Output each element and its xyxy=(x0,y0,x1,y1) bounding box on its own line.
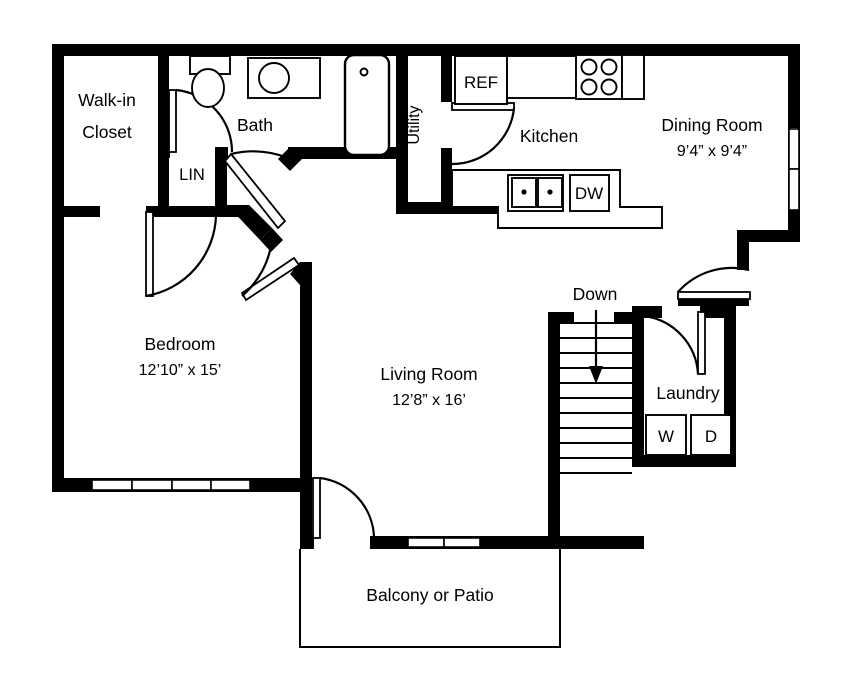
burner-icon xyxy=(580,78,598,96)
wall-lin-top-right-nub xyxy=(215,147,228,158)
refrigerator-icon xyxy=(454,55,508,105)
wall-lin-right xyxy=(215,147,227,217)
burner-icon xyxy=(600,78,618,96)
walk-in-closet-door[interactable] xyxy=(145,211,218,298)
wall-living-west-stub xyxy=(300,478,312,549)
stairs-down-arrow-icon xyxy=(589,366,603,384)
wall-stair-east xyxy=(632,312,644,462)
label-bedroom-dimensions: 12’10” x 15’ xyxy=(139,362,222,379)
dining-room-window xyxy=(788,128,800,211)
wall-utility-right-upper xyxy=(441,44,452,102)
stairs xyxy=(560,310,632,474)
label-living-room-dimensions: 12’8” x 16’ xyxy=(392,392,466,409)
label-linen-closet: LIN xyxy=(179,166,205,184)
toilet-bowl-icon xyxy=(191,68,225,108)
bathroom-sink-icon xyxy=(258,62,290,94)
balcony-outline xyxy=(299,549,561,648)
label-bath: Bath xyxy=(237,115,273,135)
wall-exterior-left xyxy=(52,44,64,492)
label-bedroom: Bedroom xyxy=(144,334,215,354)
bathtub-icon xyxy=(343,53,391,157)
wall-utility-right-lower xyxy=(441,148,452,214)
wall-lin-top-left-nub xyxy=(158,147,170,158)
dishwasher-icon xyxy=(569,174,610,212)
label-dryer: D xyxy=(705,427,717,446)
bathtub-drain-icon xyxy=(359,67,369,77)
label-utility: Utility xyxy=(406,105,423,144)
wall-lin-left xyxy=(158,147,169,212)
doors-layer xyxy=(145,88,751,539)
sink-drain-left-icon xyxy=(521,189,527,195)
wall-bedroom-south-left xyxy=(52,478,92,492)
label-stairs-down: Down xyxy=(573,284,618,304)
wall-stair-west xyxy=(548,312,560,548)
label-washer: W xyxy=(658,427,674,446)
linen-closet-door[interactable] xyxy=(223,150,289,230)
laundry-door[interactable] xyxy=(643,311,706,375)
wall-stair-north-left xyxy=(548,312,574,323)
label-dining-room: Dining Room xyxy=(661,115,762,135)
label-laundry: Laundry xyxy=(656,383,719,403)
utility-door[interactable] xyxy=(451,102,516,166)
wall-closet-bath-divider xyxy=(158,44,169,152)
kitchen-fixtures xyxy=(451,54,663,229)
windows-layer xyxy=(91,128,800,548)
label-refrigerator: REF xyxy=(464,73,498,92)
wall-stair-south xyxy=(548,536,644,549)
wall-closet-bottom-right xyxy=(146,206,216,217)
wall-bath-south-nub xyxy=(278,147,302,171)
label-kitchen: Kitchen xyxy=(520,126,578,146)
wall-closet-bottom-left xyxy=(52,206,100,217)
wall-dining-entry-head xyxy=(678,295,749,306)
label-living-room: Living Room xyxy=(380,364,477,384)
wall-dining-jog-vertical xyxy=(737,230,749,270)
label-dishwasher: DW xyxy=(575,184,603,203)
burner-icon xyxy=(580,58,598,76)
wall-laundry-south xyxy=(632,455,736,467)
label-walk-in-closet-line2: Closet xyxy=(82,122,132,142)
balcony-door[interactable] xyxy=(312,476,376,539)
wall-utility-bottom xyxy=(396,202,452,214)
sink-drain-right-icon xyxy=(547,189,553,195)
bath-closet-door[interactable] xyxy=(168,88,234,153)
label-balcony: Balcony or Patio xyxy=(366,585,493,605)
wall-exterior-top xyxy=(52,44,800,56)
kitchen-counter-right xyxy=(621,54,645,100)
laundry-appliances xyxy=(645,414,732,456)
bedroom-window xyxy=(91,479,251,491)
wall-bedroom-south-right xyxy=(250,478,312,492)
washer-icon xyxy=(645,414,687,456)
living-room-window xyxy=(407,537,481,548)
wall-angled-upper xyxy=(227,205,272,240)
wall-living-south-left xyxy=(370,536,408,549)
bathroom-fixtures xyxy=(189,53,391,157)
wall-bedroom-east xyxy=(300,262,312,492)
wall-living-south-right xyxy=(480,536,560,549)
wall-dining-east-upper xyxy=(788,44,800,128)
bedroom-door[interactable] xyxy=(240,239,301,302)
wall-utility-left xyxy=(396,44,408,214)
wall-stair-north-right xyxy=(614,312,644,323)
dining-entry-door[interactable] xyxy=(677,266,751,300)
wall-dining-south-jog xyxy=(737,230,800,242)
burner-icon xyxy=(600,58,618,76)
dryer-icon xyxy=(690,414,732,456)
kitchen-upper-counter xyxy=(506,55,583,99)
labels-layer: Walk-in Closet Bath LIN Utility REF Kitc… xyxy=(78,73,762,605)
label-walk-in-closet-line1: Walk-in xyxy=(78,90,136,110)
label-dining-room-dimensions: 9’4” x 9’4” xyxy=(677,143,747,160)
